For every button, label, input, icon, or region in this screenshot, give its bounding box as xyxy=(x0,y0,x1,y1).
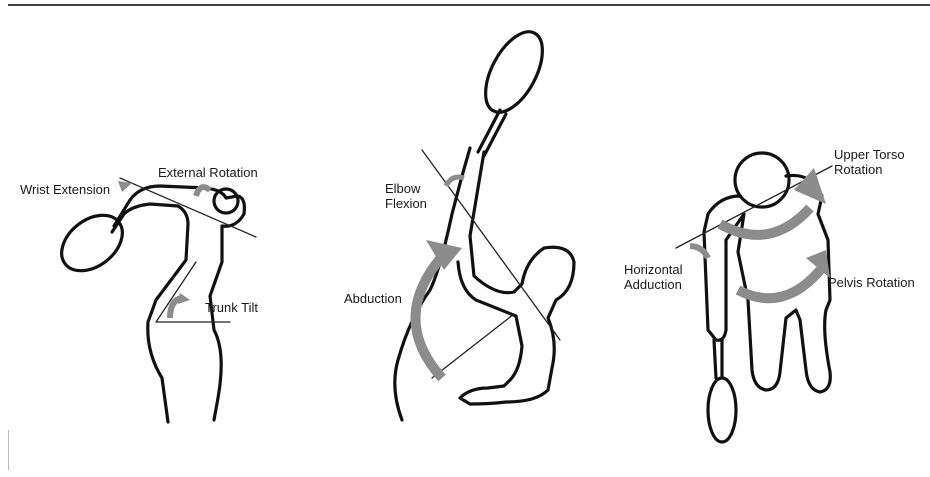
racquet-handle-3 xyxy=(714,340,722,378)
top-view-figure xyxy=(676,153,832,442)
racquet-head-2 xyxy=(474,23,554,121)
upper-torso-arrow xyxy=(720,208,810,235)
upper-torso-arrowhead xyxy=(794,168,826,204)
racquet-handle-2 xyxy=(478,110,506,156)
external-rotation-arrow xyxy=(196,187,210,196)
abduction-ref-line xyxy=(432,314,514,378)
overhead-figure xyxy=(395,23,574,420)
label-upper-torso-line1: Upper Torso xyxy=(834,147,905,162)
label-elbow-line1: Elbow xyxy=(385,181,420,196)
head-1 xyxy=(214,189,238,213)
pelvis-arrow xyxy=(738,268,822,298)
label-upper-torso-line2: Rotation xyxy=(834,162,882,177)
racquet-head-3 xyxy=(708,378,736,442)
label-pelvis-rotation: Pelvis Rotation xyxy=(828,275,915,290)
label-external-rotation: External Rotation xyxy=(158,165,258,180)
label-wrist-extension: Wrist Extension xyxy=(20,182,110,197)
label-horizontal-line2: Adduction xyxy=(624,277,682,292)
trunk-tilt-arrowhead xyxy=(178,293,190,304)
label-trunk-tilt: Trunk Tilt xyxy=(205,300,258,315)
abduction-arrow xyxy=(415,254,444,378)
label-elbow-line2: Flexion xyxy=(385,196,427,211)
label-horizontal-line1: Horizontal xyxy=(624,262,683,277)
head-3 xyxy=(735,153,789,207)
label-abduction: Abduction xyxy=(344,291,402,306)
